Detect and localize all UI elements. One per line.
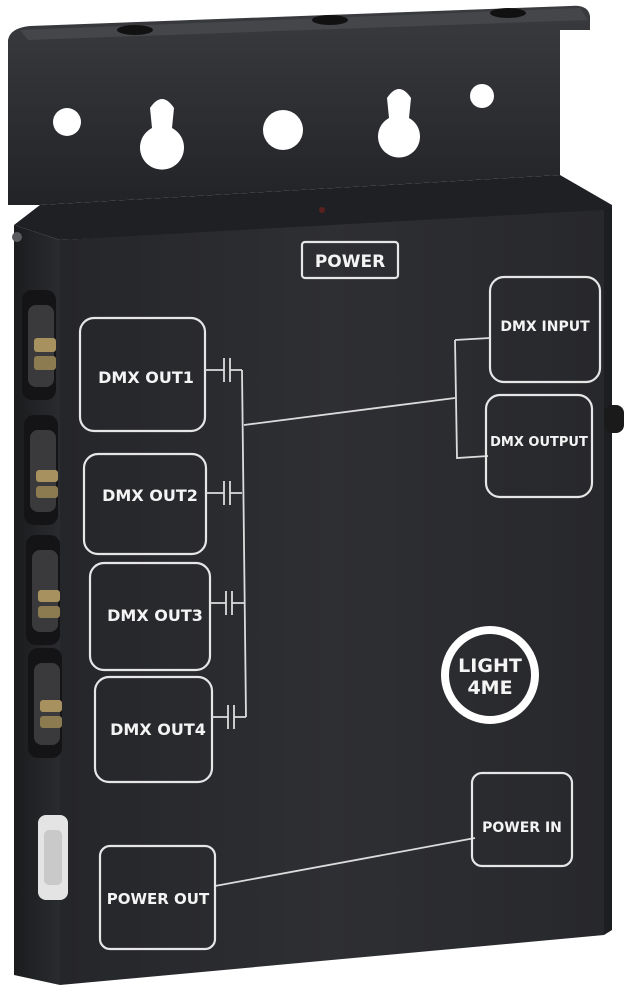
dmx-input-box <box>488 275 602 384</box>
mounting-bracket <box>8 5 590 206</box>
front-panel <box>60 210 604 985</box>
xlr-connector-out3[interactable] <box>26 535 60 645</box>
dmx-out1-box <box>78 316 207 433</box>
dmx-input-knob[interactable] <box>604 405 624 433</box>
dmx-input-label: DMX INPUT <box>500 319 590 335</box>
mount-hole <box>470 84 494 108</box>
dmx-out2-label: DMX OUT2 <box>102 486 198 505</box>
keyhole-slot <box>378 89 420 158</box>
logo-line2: 4ME <box>467 677 512 699</box>
dmx-output-label: DMX OUTPUT <box>490 435 588 450</box>
dmx-output-box <box>484 393 594 499</box>
dmx-out-group: DMX OUT1 DMX OUT2 DMX OUT3 DMX OUT4 <box>78 316 214 784</box>
power-out-box <box>98 844 217 951</box>
screw <box>12 232 22 242</box>
power-out-label: POWER OUT <box>107 890 210 908</box>
wiring-diagram <box>205 337 491 887</box>
keyhole-slot <box>140 99 184 170</box>
power-out-connector[interactable] <box>38 815 68 900</box>
dmx-out1-label: DMX OUT1 <box>98 368 194 387</box>
power-label: POWER <box>315 252 385 272</box>
dmx-out3-label: DMX OUT3 <box>107 606 203 625</box>
dmx-out4-box <box>93 675 214 784</box>
logo-line1: LIGHT <box>458 655 522 677</box>
power-in-label: POWER IN <box>482 820 562 836</box>
power-led <box>319 207 325 213</box>
dmx-out4-label: DMX OUT4 <box>110 720 206 739</box>
power-in-box <box>470 771 574 868</box>
power-label-box <box>300 240 400 280</box>
xlr-connector-out1[interactable] <box>22 290 56 400</box>
mount-hole <box>53 108 81 136</box>
dmx-out3-box <box>88 561 212 672</box>
light4me-logo: LIGHT 4ME <box>441 626 539 724</box>
xlr-connector-out2[interactable] <box>24 415 58 525</box>
dmx-out2-box <box>82 452 208 556</box>
mount-hole <box>263 110 303 150</box>
xlr-connector-out4[interactable] <box>28 648 62 758</box>
